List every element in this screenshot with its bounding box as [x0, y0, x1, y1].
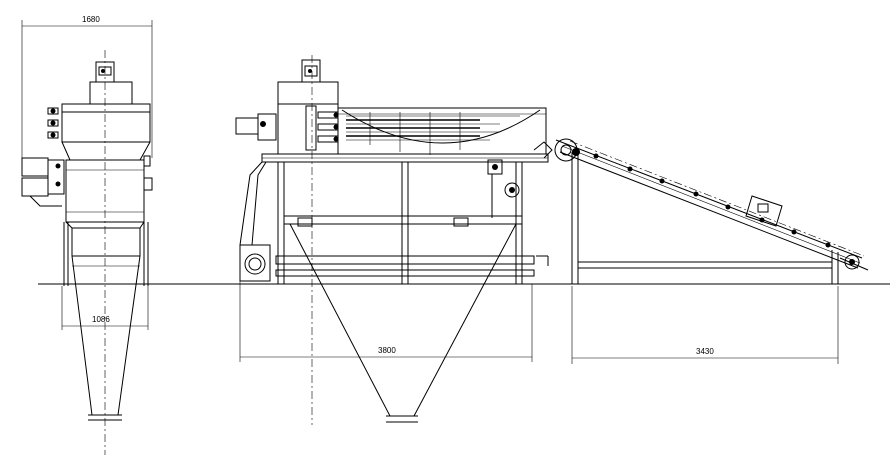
dimension-3800-label: 3800 [378, 346, 396, 355]
dimension-1086-label: 1086 [92, 315, 110, 324]
conveyor-view: 3430 [533, 138, 869, 364]
dimension-3430: 3430 [571, 286, 839, 364]
dimension-3430-label: 3430 [696, 347, 714, 356]
side-view: 1680 [21, 15, 153, 455]
dimension-1086: 1086 [61, 286, 149, 330]
dimension-3800: 3800 [239, 280, 533, 362]
dimension-1680-label: 1680 [82, 15, 100, 24]
front-view: 3800 [235, 55, 549, 425]
dimension-1680: 1680 [21, 15, 153, 158]
